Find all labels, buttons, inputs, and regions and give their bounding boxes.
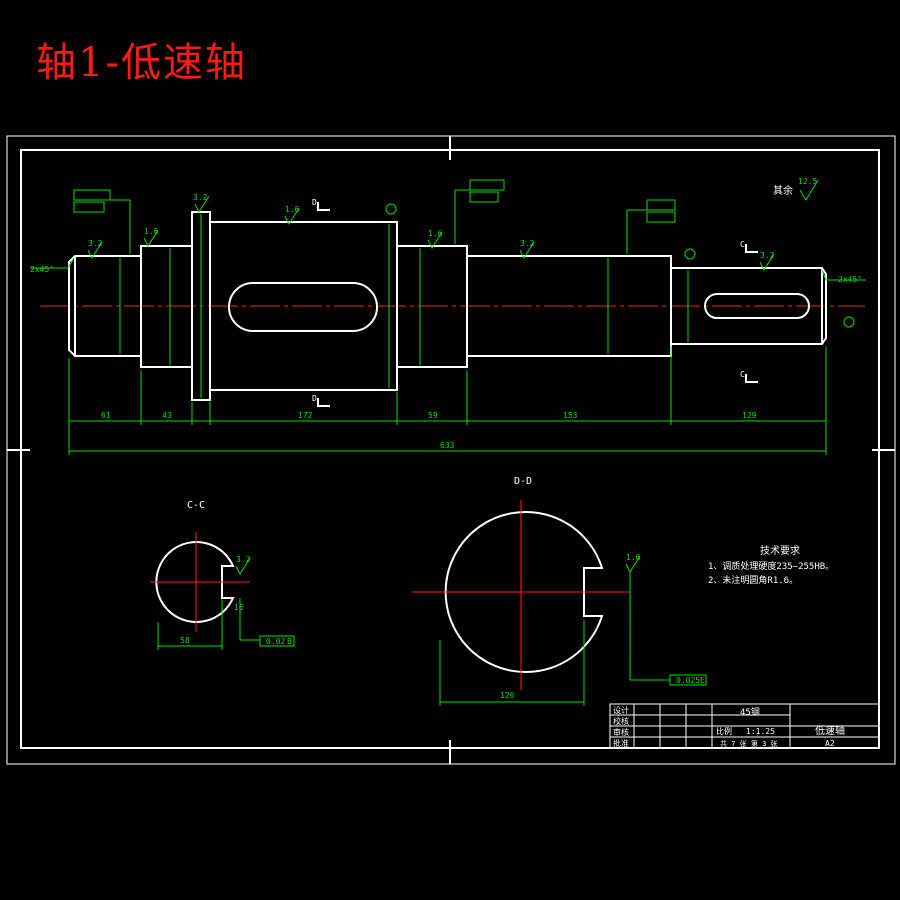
row-review: 审核 bbox=[613, 727, 629, 737]
dim-153: 153 bbox=[563, 411, 578, 420]
centering-marks bbox=[7, 136, 895, 764]
cc-dim-lines bbox=[157, 598, 295, 650]
cc-tol-datum: B bbox=[287, 637, 292, 646]
roughness-5: 1.6 bbox=[428, 229, 443, 238]
chamfer-leaders bbox=[30, 257, 866, 281]
roughness-6: 3.2 bbox=[520, 239, 535, 248]
page-title: 轴1-低速轴 bbox=[36, 40, 247, 86]
dim-129: 129 bbox=[742, 411, 757, 420]
roughness-7: 3.2 bbox=[760, 251, 775, 260]
row-design: 设计 bbox=[613, 705, 629, 715]
diameter-dims bbox=[119, 214, 689, 398]
dim-43: 43 bbox=[162, 411, 172, 420]
roughness-2: 1.6 bbox=[144, 227, 159, 236]
scale-label: 比例 bbox=[716, 726, 732, 736]
tech-item-2: 2、未注明圆角R1.6。 bbox=[708, 574, 798, 586]
tech-heading: 技术要求 bbox=[760, 544, 800, 557]
cc-dim-58: 58 bbox=[180, 636, 190, 645]
dd-tol-value: 0.025 bbox=[676, 676, 700, 685]
scale-value: 1:1.25 bbox=[746, 727, 775, 736]
cc-roughness bbox=[235, 557, 251, 576]
section-view-dd: D-D 126 0.025 E 1.6 bbox=[412, 476, 707, 706]
roughness-note-label: 其余 bbox=[773, 184, 793, 197]
shaft-main-view: 2x45° 2x45° 3.2 1.6 3.2 1.6 1.6 3.2 3.2 … bbox=[30, 177, 866, 455]
section-view-cc: C-C 58 16 0.02 B 3.2 bbox=[150, 500, 295, 650]
view-label-cc: C-C bbox=[187, 500, 205, 511]
sheet-size: A2 bbox=[825, 739, 835, 748]
roughness-4: 1.6 bbox=[285, 205, 300, 214]
part-name: 低速轴 bbox=[815, 724, 845, 737]
tech-requirements: 技术要求 1、调质处理硬度235—255HB。 2、未注明圆角R1.6。 bbox=[708, 544, 834, 586]
outer-frame bbox=[6, 135, 896, 765]
title-block: 设计 校核 审核 批准 45钢 比例 1:1.25 低速轴 共 7 张 第 3 … bbox=[609, 703, 880, 749]
roughness-note-value: 12.5 bbox=[798, 177, 817, 186]
datum-markers bbox=[385, 203, 855, 328]
roughness-1: 3.2 bbox=[88, 239, 103, 248]
material: 45钢 bbox=[740, 706, 760, 718]
chamfer-label-right: 2x45° bbox=[838, 275, 862, 284]
section-cut-marks bbox=[317, 202, 758, 407]
dd-dim-lines bbox=[439, 572, 707, 706]
section-mark-d-top: D bbox=[312, 198, 317, 207]
shaft-step-lines bbox=[74, 222, 823, 390]
cc-roughness-value: 3.2 bbox=[236, 555, 251, 564]
dd-tol-datum: E bbox=[700, 676, 705, 685]
row-check: 校核 bbox=[613, 716, 629, 726]
sheet-info: 共 7 张 第 3 张 bbox=[720, 739, 778, 748]
row-approve: 批准 bbox=[613, 738, 629, 748]
section-mark-c-top: C bbox=[740, 240, 745, 249]
dd-roughness-value: 1.6 bbox=[626, 553, 641, 562]
keyway-small bbox=[704, 293, 810, 319]
tech-item-1: 1、调质处理硬度235—255HB。 bbox=[708, 560, 834, 572]
keyway-large bbox=[228, 282, 378, 332]
dd-dim-126: 126 bbox=[500, 691, 515, 700]
section-mark-c-bottom: C bbox=[740, 370, 745, 379]
section-mark-d-bottom: D bbox=[312, 394, 317, 403]
dim-59: 59 bbox=[428, 411, 438, 420]
dd-roughness bbox=[625, 555, 641, 574]
tolerance-frames bbox=[73, 179, 676, 254]
dim-172: 172 bbox=[298, 411, 313, 420]
cc-section-body bbox=[155, 541, 235, 623]
view-label-dd: D-D bbox=[514, 476, 532, 487]
chamfer-label-left: 2x45° bbox=[30, 265, 54, 274]
dim-61: 61 bbox=[101, 411, 111, 420]
cc-tol-value: 0.02 bbox=[266, 637, 285, 646]
cc-dim-16: 16 bbox=[234, 603, 244, 612]
roughness-3: 3.2 bbox=[193, 193, 208, 202]
length-dim-lines bbox=[68, 346, 827, 455]
dim-633: 633 bbox=[440, 441, 455, 450]
dd-section-body bbox=[444, 511, 604, 673]
roughness-marks bbox=[87, 179, 819, 272]
